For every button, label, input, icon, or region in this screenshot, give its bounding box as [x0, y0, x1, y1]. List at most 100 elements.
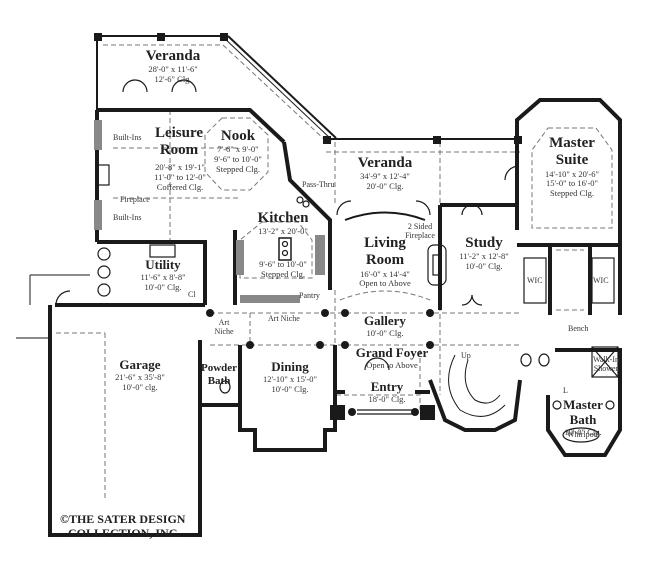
room-ceiling: 10'-0" Clg. [564, 426, 602, 437]
room-name: Entry [370, 379, 404, 394]
room-dimensions: 7'-6" x 9'-0" [217, 144, 259, 155]
room-nook: Nook 7'-6" x 9'-0" 9'-6" to 10'-0" Stepp… [205, 128, 271, 175]
room-master-suite: Master Suite 14'-10" x 20'-6" 15'-0" to … [534, 135, 610, 199]
dashed-ceiling-lines [56, 44, 613, 500]
room-name: Gallery [364, 313, 406, 328]
built-ins-label-top: Built-Ins [113, 133, 142, 142]
room-ceiling: 15'-0" to 16'-0" [545, 178, 599, 189]
wic-left-label: WIC [527, 276, 543, 285]
label-line: Fireplace [405, 231, 435, 241]
fixtures [55, 79, 619, 451]
room-note: Open to Above [366, 359, 418, 370]
room-grand-foyer: Grand Foyer Open to Above [342, 345, 442, 371]
room-utility: Utility 11'-6" x 8'-8" 10'-0" Clg. [138, 257, 188, 292]
walk-in-shower-label: Walk-In Shower [592, 355, 620, 373]
room-dimensions: 20'-8" x 19'-1" [155, 162, 205, 172]
art-niche-hall-label: Art Niche [268, 314, 300, 323]
room-name: Study [465, 235, 503, 251]
room-veranda-left: Veranda 28'-0" x 11'-6" 12'-6" Clg. [128, 48, 218, 85]
room-leisure-details: 20'-8" x 19'-1" 11'-0" to 12'-0" Coffere… [140, 162, 220, 192]
room-ceiling-type: Stepped Clg. [550, 188, 594, 199]
thin-walls [16, 35, 520, 535]
room-ceiling: 18'-0" Clg. [368, 393, 406, 404]
two-sided-fireplace-label: 2 Sided Fireplace [405, 222, 435, 240]
room-dimensions: 12'-10" x 15'-0" [263, 373, 317, 384]
room-ceiling-type: Coffered Clg. [156, 181, 204, 192]
label-line: 2 Sided [407, 222, 433, 231]
room-name: Grand Foyer [355, 345, 429, 360]
room-name: Leisure [154, 125, 204, 141]
room-ceiling: 10'-0" clg. [122, 381, 158, 392]
room-ceiling: 11'-0" to 12'-0" [154, 171, 206, 182]
linen-label: L [563, 386, 568, 395]
room-name: Garage [119, 357, 161, 372]
room-name: Nook [220, 128, 256, 144]
copyright-line: COLLECTION, INC. [68, 526, 181, 540]
room-ceiling: 10'-0" Clg. [366, 327, 404, 338]
room-ceiling-type: Stepped Clg. [261, 268, 305, 279]
stair-up-label: Up [461, 351, 471, 360]
room-dimensions: 28'-0" x 11'-6" [148, 64, 198, 75]
columns [94, 33, 522, 420]
art-niche-label: Art Niche [210, 318, 238, 336]
built-ins-and-counters [94, 120, 325, 303]
whirlpool-label: Whirlpool [567, 430, 600, 439]
room-entry: Entry 18'-0" Clg. [357, 379, 417, 405]
pantry-label: Pantry [299, 291, 320, 300]
room-name: Powder [200, 362, 238, 374]
room-study: Study 11'-2" x 12'-8" 10'-0" Clg. [453, 235, 515, 272]
room-name: Room [159, 142, 199, 159]
built-ins-label-bottom: Built-Ins [113, 213, 142, 222]
room-master-bath: Master Bath 10'-0" Clg. [555, 397, 611, 438]
room-powder-bath: Powder Bath [199, 362, 239, 387]
room-ceiling: 20'-0" Clg. [366, 181, 404, 192]
room-leisure: Leisure Room [144, 125, 214, 160]
room-note: Open to Above [359, 278, 411, 289]
room-kitchen: Kitchen 13'-2" x 20'-0" [250, 210, 316, 237]
room-name: Bath [569, 411, 597, 427]
room-name: Suite [555, 152, 589, 169]
label-line: Niche [214, 327, 234, 337]
room-dimensions: 11'-6" x 8'-8" [140, 271, 186, 282]
room-name: Veranda [357, 155, 413, 171]
room-ceiling: 9'-6" to 10'-0" [214, 154, 262, 165]
room-name: Utility [145, 257, 181, 272]
room-ceiling: 10'-0" Clg. [465, 261, 503, 272]
label-line: Art [218, 318, 230, 327]
room-kitchen-ceiling: 9'-6" to 10'-0" Stepped Clg. [250, 259, 316, 280]
fireplace-label: Fireplace [120, 195, 150, 204]
room-dimensions: 14'-10" x 20'-6" [545, 168, 599, 179]
living-room-bay-window [344, 211, 426, 221]
room-name: Room [365, 252, 405, 269]
label-line: Shower [593, 364, 619, 374]
wic-right-label: WIC [593, 276, 609, 285]
bench-label: Bench [568, 324, 589, 333]
room-dimensions: 11'-2" x 12'-8" [459, 251, 509, 262]
room-ceiling: 10'-0" Clg. [271, 383, 309, 394]
copyright-line: ©THE SATER DESIGN [60, 512, 186, 526]
copyright-notice: ©THE SATER DESIGN COLLECTION, INC. [60, 512, 185, 540]
room-name: Dining [271, 359, 309, 374]
room-ceiling: 12'-6" Clg. [154, 74, 192, 85]
room-garage: Garage 21'-6" x 35'-8" 10'-0" clg. [100, 357, 180, 392]
room-name: Living [364, 235, 406, 251]
room-dining: Dining 12'-10" x 15'-0" 10'-0" Clg. [250, 359, 330, 394]
room-name: Bath [207, 374, 231, 387]
room-dimensions: 34'-9" x 12'-4" [360, 171, 410, 182]
room-name: Kitchen [257, 210, 309, 226]
room-ceiling: 10'-0" Clg. [144, 281, 182, 292]
room-dimensions: 13'-2" x 20'-0" [258, 226, 308, 237]
room-dimensions: 21'-6" x 35'-8" [115, 371, 165, 382]
label-line: Walk-In [592, 355, 619, 364]
closet-label: Cl [188, 290, 196, 299]
room-ceiling-type: Stepped Clg. [216, 163, 260, 174]
room-name: Master [549, 135, 595, 151]
room-name: Master [563, 397, 603, 412]
pass-thru-label: Pass-Thru [302, 180, 335, 189]
room-veranda-right: Veranda 34'-9" x 12'-4" 20'-0" Clg. [340, 155, 430, 192]
room-living: Living Room 16'-0" x 14'-4" Open to Abov… [350, 235, 420, 289]
room-dimensions: 16'-0" x 14'-4" [360, 268, 410, 279]
room-gallery: Gallery 10'-0" Clg. [355, 313, 415, 339]
room-name: Veranda [145, 48, 201, 64]
